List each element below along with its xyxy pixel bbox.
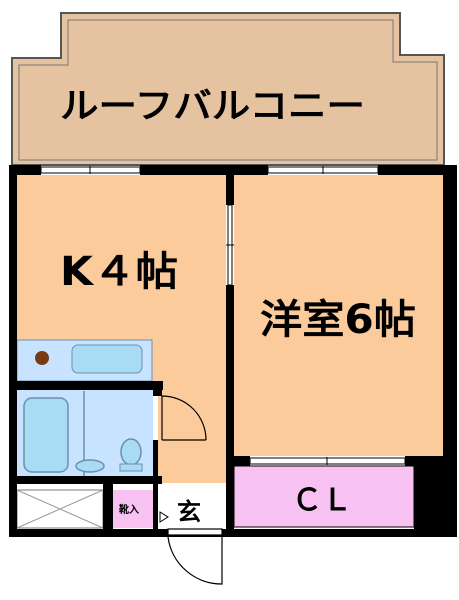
stove-icon xyxy=(35,351,49,365)
utility-space xyxy=(16,489,104,529)
entrance-arrow-icon xyxy=(159,511,169,523)
bathroom xyxy=(17,390,153,476)
entrance-door-swing xyxy=(167,536,223,585)
wall-partition-upper xyxy=(226,175,234,205)
walls xyxy=(9,165,457,537)
bathtub-icon xyxy=(23,397,69,473)
wall-partition-lower xyxy=(226,285,234,537)
kitchen-counter xyxy=(16,339,153,382)
wall-bath-bottom xyxy=(9,476,162,484)
door-swings xyxy=(159,395,223,585)
wall-outer-left xyxy=(9,165,17,537)
shoe-storage-label: 靴入 xyxy=(119,503,139,516)
wall-outer-right xyxy=(443,165,457,537)
toilet-icon xyxy=(120,438,142,466)
wall-closet-right xyxy=(414,456,457,537)
wall-storage-divider xyxy=(103,484,113,529)
kitchen-label: K４帖 xyxy=(60,249,178,295)
wall-bath-right xyxy=(153,381,162,396)
toilet-tank-icon xyxy=(119,463,143,472)
wall-top-left xyxy=(9,165,41,175)
shoe-storage xyxy=(113,490,153,528)
entrance-label: 玄 xyxy=(177,498,201,526)
wall-closet-top-left xyxy=(234,456,250,466)
western-room-label: 洋室6帖 xyxy=(260,297,416,343)
entrance-floor xyxy=(158,488,226,528)
western-room-floor xyxy=(234,175,443,456)
wall-top-right xyxy=(378,165,457,175)
wall-top-mid xyxy=(140,165,268,175)
utility-cross-b xyxy=(16,489,104,529)
washbasin-icon xyxy=(75,459,105,473)
entrance-door-threshold xyxy=(167,528,223,536)
bathroom-door-swing xyxy=(161,395,207,441)
closet-label: ＣＬ xyxy=(292,483,352,518)
wall-bath-top xyxy=(9,381,163,390)
roof-balcony: ルーフバルコニー xyxy=(11,12,445,166)
wall-entrance-left xyxy=(153,484,158,529)
corridor-floor xyxy=(158,383,226,483)
balcony-inner-edge xyxy=(18,19,438,161)
wall-bath-right-low xyxy=(153,440,158,484)
sink-icon xyxy=(71,344,143,374)
windows xyxy=(40,166,406,465)
balcony-label: ルーフバルコニー xyxy=(60,87,365,127)
